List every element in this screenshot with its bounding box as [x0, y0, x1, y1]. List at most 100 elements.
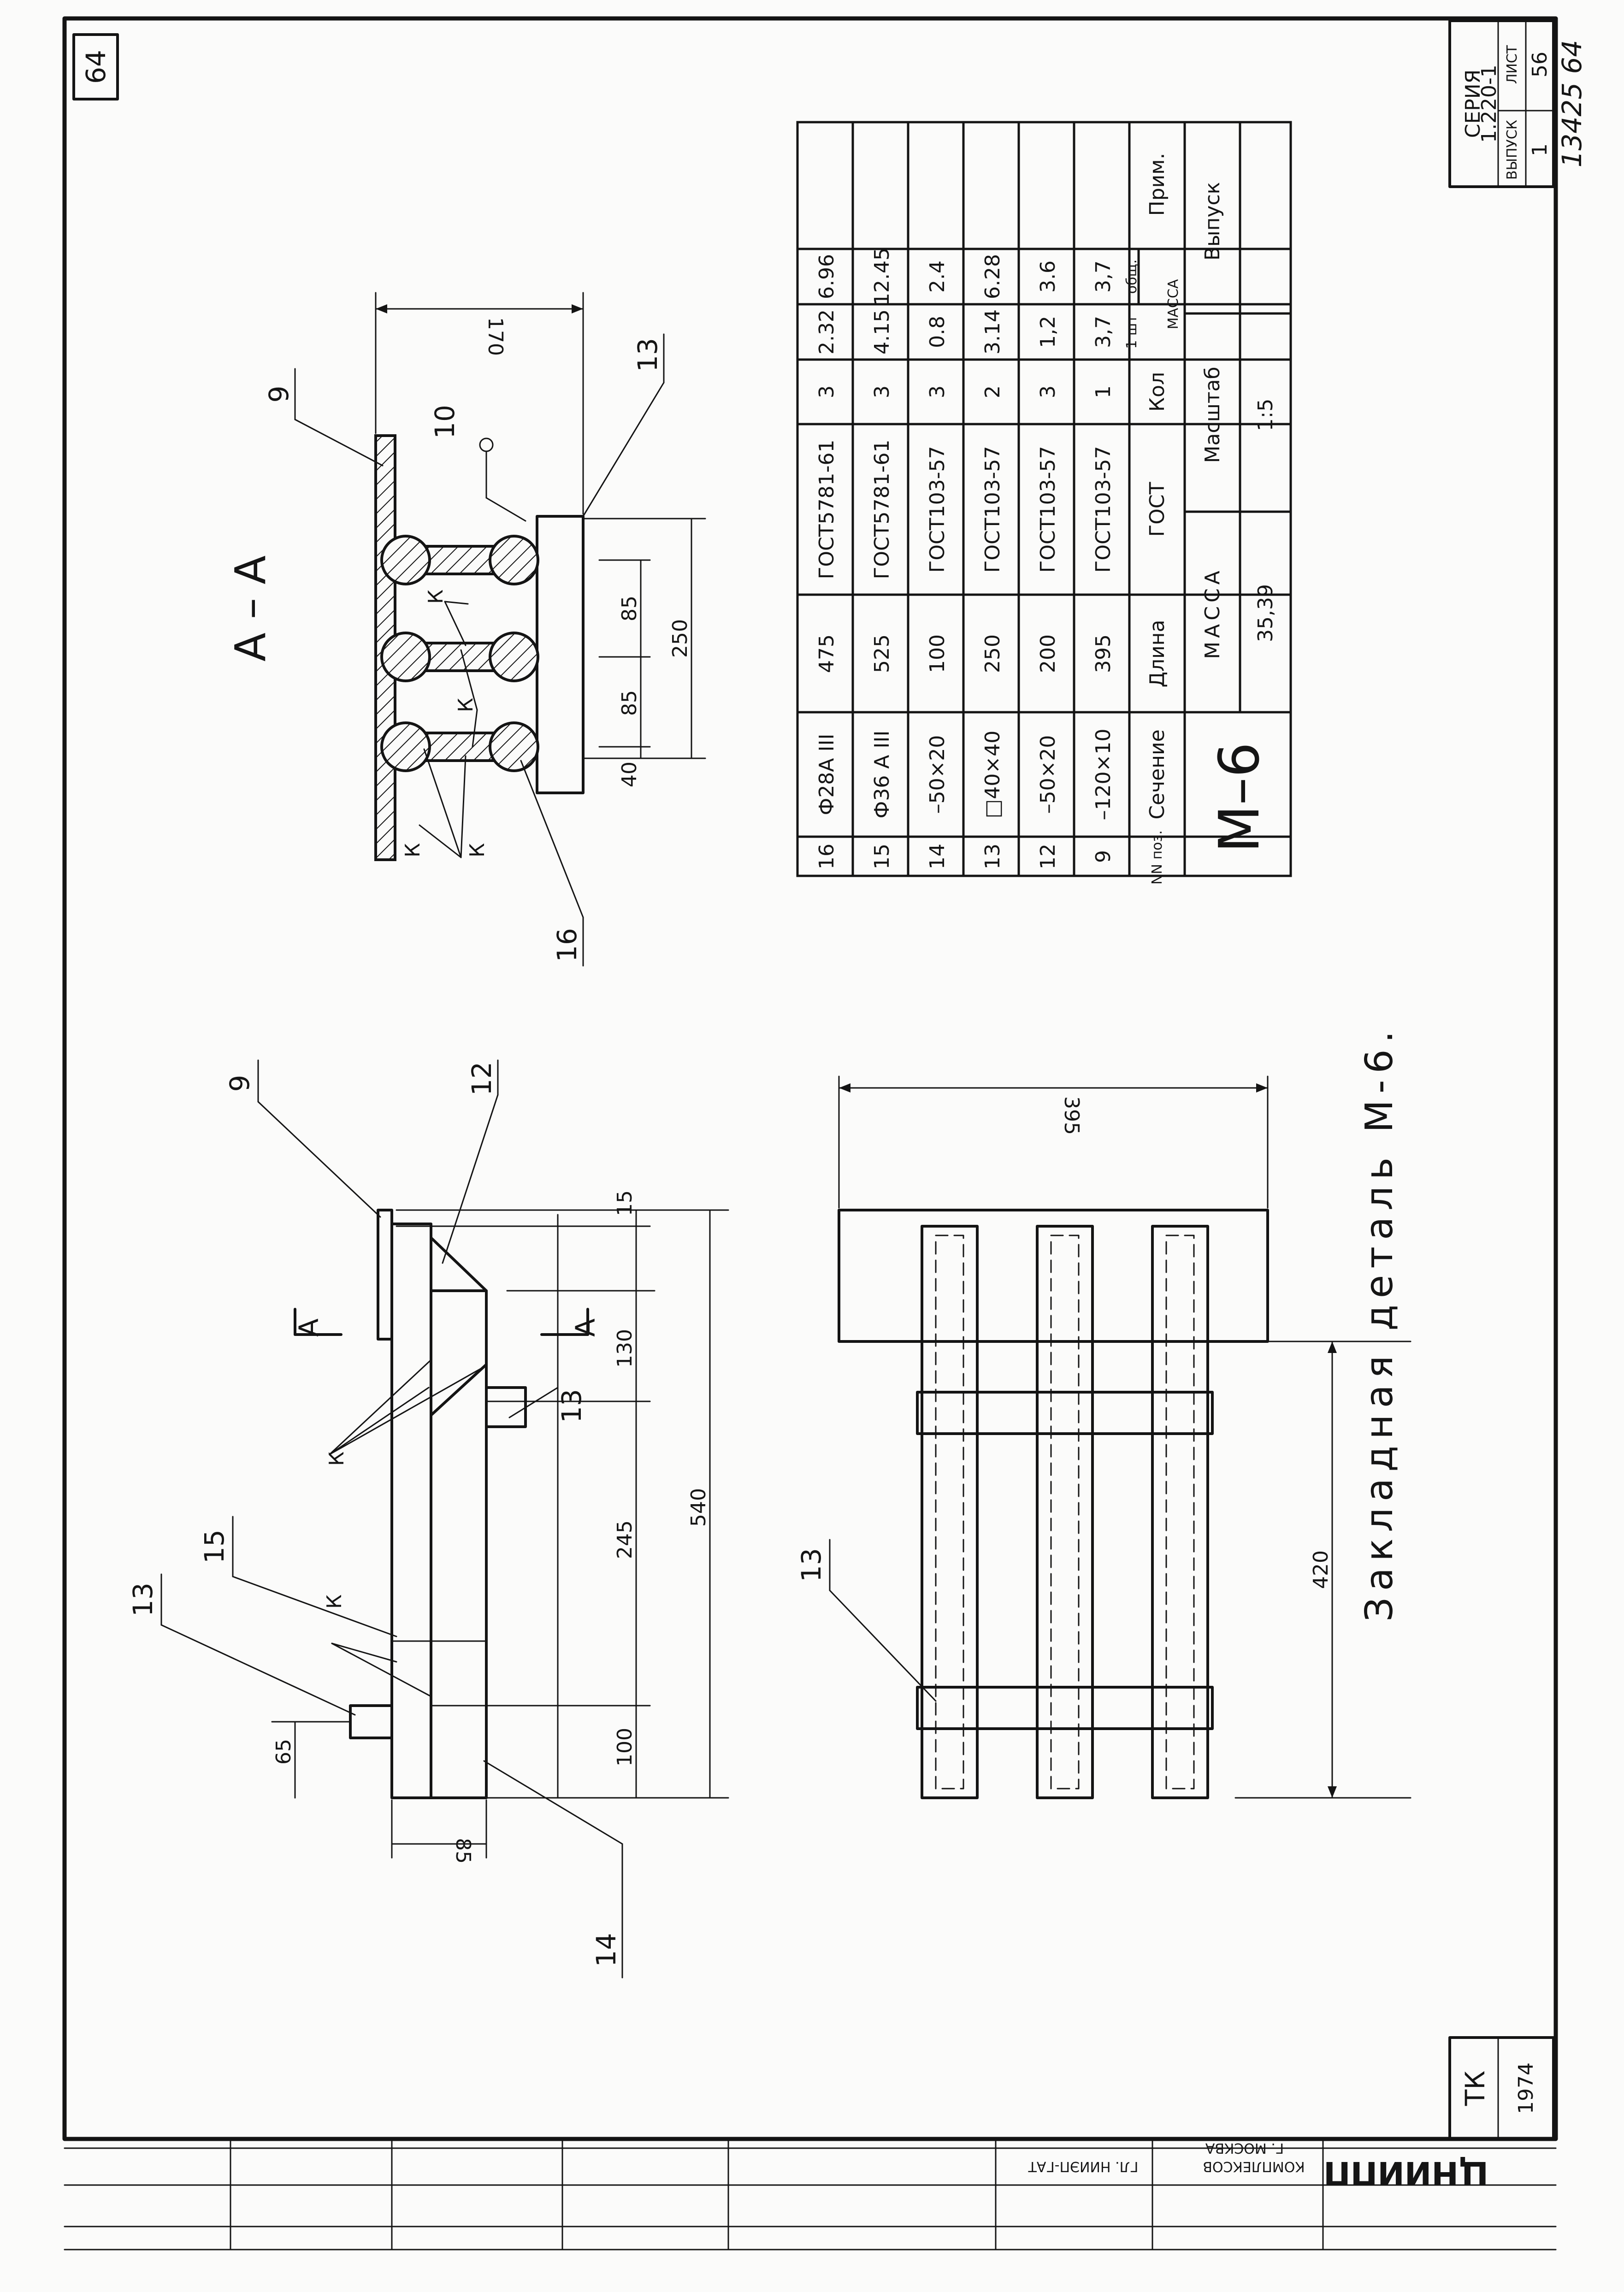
sheet-number: 56 — [1528, 52, 1552, 77]
dim-100: 100 — [613, 1728, 637, 1766]
plan-view: 395 420 13 — [796, 1075, 1411, 1799]
issue-number: 1 — [1528, 143, 1552, 156]
footer-scale-label: Масштаб — [1201, 366, 1224, 463]
org-line2: Г. МОСКВА — [1205, 2140, 1284, 2156]
cell-length: 200 — [1036, 634, 1060, 673]
org-inst: ГЛ. НИИЭП-ГАТ — [1028, 2158, 1139, 2174]
dim-85-b: 85 — [618, 690, 641, 716]
dim-65: 65 — [272, 1739, 295, 1765]
stud-top — [485, 1386, 527, 1428]
section-a-a: А – А К К К К — [226, 292, 706, 967]
page-number-box: 64 — [72, 33, 119, 100]
cell-pos: 15 — [870, 844, 894, 869]
callout-13-section: 13 — [632, 338, 663, 372]
hdr-section: Сечение — [1146, 729, 1169, 819]
dim-250: 250 — [668, 619, 692, 658]
cell-gost: ГОСТ103-57 — [1036, 446, 1060, 573]
dim-40: 40 — [618, 762, 641, 787]
cell-section: □40×40 — [981, 731, 1004, 818]
cell-gost: ГОСТ103-57 — [1092, 446, 1115, 573]
cross-bar-13-a — [916, 1391, 1214, 1435]
cell-pos: 14 — [926, 844, 949, 869]
plan-bar-1 — [921, 1225, 979, 1799]
cell-mass-one: 3.14 — [981, 309, 1004, 354]
cell-mass-one: 4.15 — [870, 309, 894, 354]
dim-395: 395 — [1060, 1096, 1083, 1135]
hdr-mass: МАССА — [1165, 279, 1181, 329]
dim-245: 245 — [613, 1520, 637, 1559]
org-abbrev: ЦНИИПП — [1323, 2154, 1488, 2192]
dim-420: 420 — [1309, 1550, 1333, 1589]
weld-leaders — [419, 601, 478, 858]
hdr-length: Длина — [1146, 620, 1169, 688]
dim-85-elev: 85 — [451, 1838, 475, 1864]
weld-mark-4: К — [401, 843, 425, 857]
elevation-view: А А К К 9 12 13 15 13 14 — [127, 1059, 729, 1979]
cell-gost: ГОСТ103-57 — [926, 446, 949, 573]
cell-pos: 16 — [815, 844, 839, 869]
cell-gost: ГОСТ5781-61 — [815, 440, 839, 579]
cell-section: –50×20 — [926, 735, 949, 814]
cell-qty: 3 — [870, 385, 894, 398]
cell-qty: 3 — [1036, 385, 1060, 398]
hdr-pos: NN поз. — [1149, 830, 1165, 885]
cell-mass-one: 3,7 — [1092, 316, 1115, 348]
series-code: 1.220-1 — [1477, 65, 1501, 143]
callout-12: 12 — [466, 1062, 497, 1096]
cell-pos: 13 — [981, 844, 1004, 869]
footer-scale-value: 1:5 — [1254, 399, 1277, 431]
hdr-mass-total: общ. — [1124, 260, 1140, 294]
spec-row-13: 13 □40×40 250 ГОСТ103-57 2 3.14 6.28 — [981, 254, 1004, 869]
callout-10: 10 — [429, 405, 461, 439]
weld-mark-elev-1: К — [325, 1452, 348, 1466]
section-mark-a-bottom: А — [570, 1318, 601, 1337]
hdr-note: Прим. — [1146, 153, 1169, 216]
cell-qty: 1 — [1092, 385, 1115, 398]
tk-stamp: ТК 1974 — [1448, 2036, 1555, 2140]
spec-row-14: 14 –50×20 100 ГОСТ103-57 3 0.8 2.4 — [926, 260, 949, 869]
cell-qty: 2 — [981, 385, 1004, 398]
footer-mass-value: 35,39 — [1254, 584, 1277, 642]
bar-15 — [390, 1223, 432, 1799]
section-mark-a-top: А — [293, 1318, 325, 1337]
callout-14: 14 — [591, 1933, 622, 1967]
callout-15: 15 — [199, 1530, 230, 1564]
cell-length: 250 — [981, 634, 1004, 673]
cell-mass-total: 6.96 — [815, 254, 839, 299]
callout-13-elev-a: 13 — [556, 1389, 587, 1423]
archive-number: 13425 64 — [1556, 40, 1588, 168]
callout-13-elev-b: 13 — [127, 1583, 159, 1617]
stamp-tk: ТК — [1459, 2071, 1491, 2107]
weld-mark-2: К — [424, 590, 448, 604]
page-number: 64 — [80, 50, 112, 84]
sheet-label: ЛИСТ — [1504, 45, 1520, 84]
plate-9-plan — [838, 1209, 1269, 1343]
stamp-year: 1974 — [1514, 2062, 1538, 2114]
plan-bar-3 — [1151, 1225, 1209, 1799]
cell-mass-total: 3.6 — [1036, 260, 1060, 293]
hdr-mass-one: 1 шт — [1124, 315, 1140, 349]
cell-mass-total: 3,7 — [1092, 260, 1115, 293]
cell-mass-total: 2.4 — [926, 260, 949, 293]
cell-gost: ГОСТ103-57 — [981, 446, 1004, 573]
cell-length: 100 — [926, 634, 949, 673]
cell-length: 395 — [1092, 634, 1115, 673]
spec-row-16: 16 Ф28А III 475 ГОСТ5781-61 3 2.32 6.96 — [815, 254, 839, 869]
callout-16: 16 — [551, 928, 583, 962]
cell-mass-one: 2.32 — [815, 309, 839, 354]
spec-row-15: 15 Ф36 А III 525 ГОСТ5781-61 3 4.15 12.4… — [870, 248, 894, 869]
stud-bottom — [349, 1704, 393, 1739]
studs — [380, 535, 539, 772]
callout-9: 9 — [263, 386, 295, 403]
org-line1: КОМПЛЕКСОВ — [1203, 2158, 1305, 2174]
cell-section: –50×20 — [1036, 735, 1060, 814]
sheet-frame — [62, 16, 1558, 2251]
cell-section: Ф36 А III — [870, 731, 894, 819]
hdr-qty: Кол — [1146, 372, 1169, 412]
cell-length: 525 — [870, 634, 894, 673]
spec-row-9: 9 –120×10 395 ГОСТ103-57 1 3,7 3,7 — [1092, 260, 1115, 863]
cell-pos: 12 — [1036, 844, 1060, 869]
weld-mark-elev-2: К — [323, 1595, 346, 1609]
cross-bar-13-b — [916, 1686, 1214, 1730]
weld-mark-3: К — [466, 843, 489, 857]
